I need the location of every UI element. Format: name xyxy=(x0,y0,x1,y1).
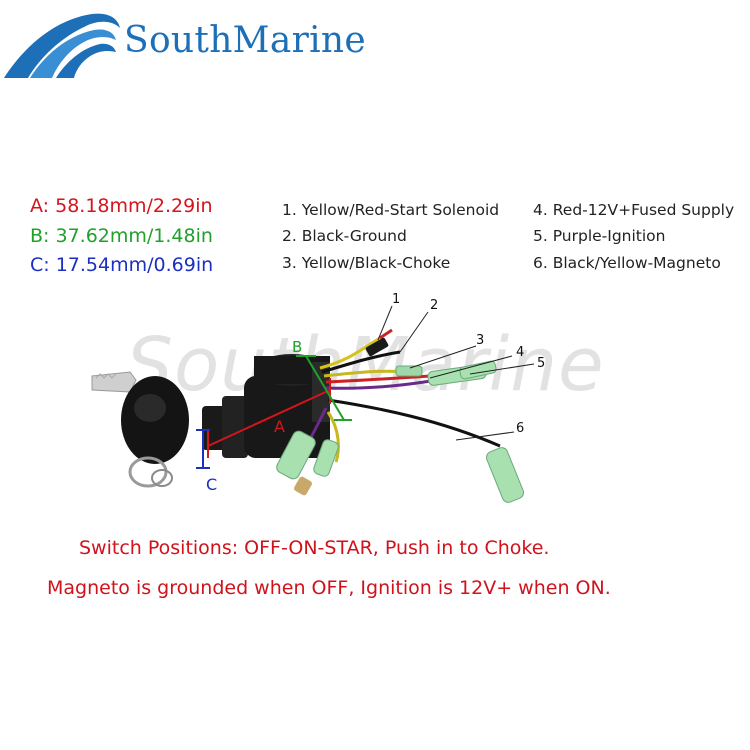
wire-terminals xyxy=(276,337,525,503)
wire-legend-4: 4. Red-12V+Fused Supply xyxy=(533,201,735,219)
callout-6: 6 xyxy=(516,421,524,436)
ignition-switch-illustration: 1 2 3 4 5 6 A B C xyxy=(91,292,545,503)
callout-1: 1 xyxy=(392,292,400,307)
wire-legend-3: 3. Yellow/Black-Choke xyxy=(282,254,451,272)
callout-4: 4 xyxy=(516,345,524,360)
dimension-a-marker: A xyxy=(207,378,331,458)
magneto-note: Magneto is grounded when OFF, Ignition i… xyxy=(47,577,611,599)
callout-3: 3 xyxy=(476,333,484,348)
wave-icon xyxy=(4,13,120,78)
wire-legend-6: 6. Black/Yellow-Magneto xyxy=(533,254,721,272)
switch-positions-note: Switch Positions: OFF-ON-STAR, Push in t… xyxy=(79,537,550,559)
marker-c-label: C xyxy=(206,475,217,494)
marker-a-label: A xyxy=(274,417,285,436)
brand-logo xyxy=(4,13,120,78)
brand-name: SouthMarine xyxy=(124,20,367,61)
dimension-c: C: 17.54mm/0.69in xyxy=(30,254,214,276)
dimension-a: A: 58.18mm/2.29in xyxy=(30,195,213,217)
dimension-c-marker xyxy=(196,429,210,469)
callout-5: 5 xyxy=(537,356,545,371)
wire-legend-1: 1. Yellow/Red-Start Solenoid xyxy=(282,201,500,219)
marker-b-label: B xyxy=(292,338,302,356)
wire-legend-2: 2. Black-Ground xyxy=(282,227,407,245)
dimension-b: B: 37.62mm/1.48in xyxy=(30,225,213,247)
callout-2: 2 xyxy=(430,298,438,313)
dimension-b-marker xyxy=(296,355,352,421)
watermark: SouthMarine xyxy=(126,322,605,408)
key-icon xyxy=(91,371,189,488)
wire-legend-5: 5. Purple-Ignition xyxy=(533,227,666,245)
callouts xyxy=(377,305,535,441)
